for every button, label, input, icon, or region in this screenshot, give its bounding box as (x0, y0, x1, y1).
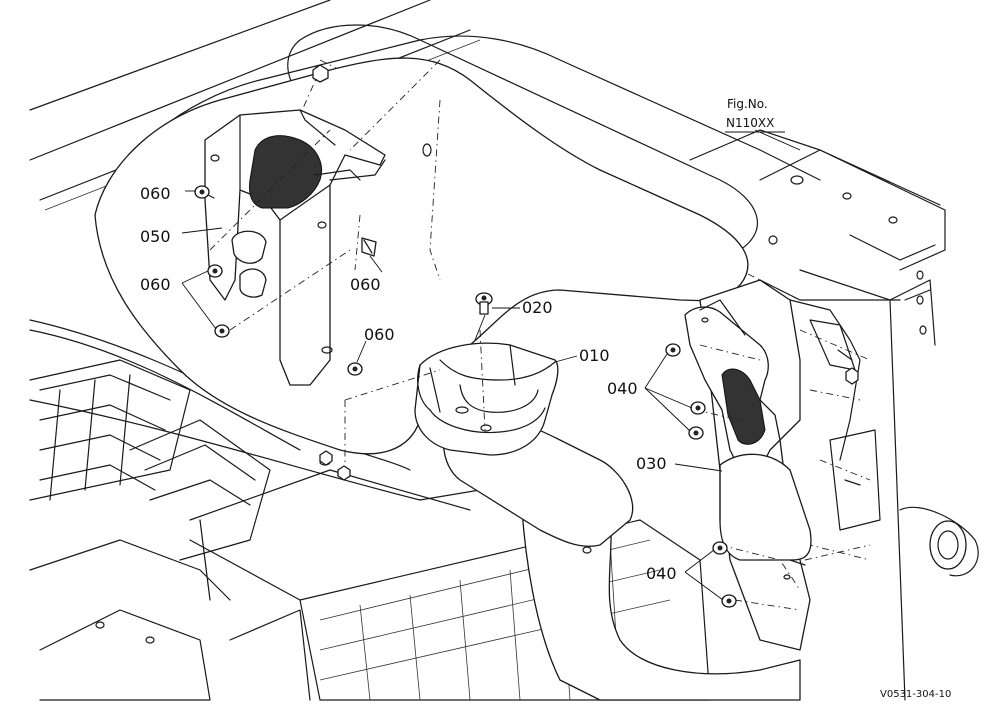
label-010: 010 (579, 346, 610, 365)
fig-label: Fig.No. (727, 97, 768, 111)
bolt-040-c (688, 426, 704, 440)
label-060-right: 060 (364, 325, 395, 344)
part-labels: 060 050 060 060 060 020 010 040 030 040 … (140, 97, 951, 700)
bolt-040-d (712, 541, 728, 555)
duct-050-mesh (249, 135, 323, 209)
bolt-060-low (214, 324, 230, 338)
bolt-040-a (665, 343, 681, 357)
lower-grille (29, 359, 711, 701)
cup-holder-010 (414, 342, 559, 456)
drawing-reference: V0531-304-10 (880, 689, 951, 700)
label-030: 030 (636, 454, 667, 473)
bolt-060-top (194, 185, 215, 199)
label-060-side: 060 (350, 275, 381, 294)
duct-030 (684, 299, 812, 566)
label-060-mid: 060 (140, 275, 171, 294)
label-050: 050 (140, 227, 171, 246)
duct-050 (204, 109, 386, 386)
leader-lines (181, 129, 801, 601)
duct-030-mesh (721, 368, 766, 445)
label-040-upper: 040 (607, 379, 638, 398)
label-040-lower: 040 (646, 564, 677, 583)
bolt-060-mid (207, 264, 223, 278)
bolt-040-b (690, 401, 706, 415)
bolt-040-e (721, 594, 737, 608)
bolt-060-right (347, 362, 363, 376)
bolt-060-side (361, 237, 377, 257)
fig-number: N110XX (726, 116, 774, 130)
screw-020 (475, 292, 493, 315)
reference-lines (209, 59, 871, 611)
label-060-top: 060 (140, 184, 171, 203)
label-020: 020 (522, 298, 553, 317)
fasteners (194, 64, 859, 608)
